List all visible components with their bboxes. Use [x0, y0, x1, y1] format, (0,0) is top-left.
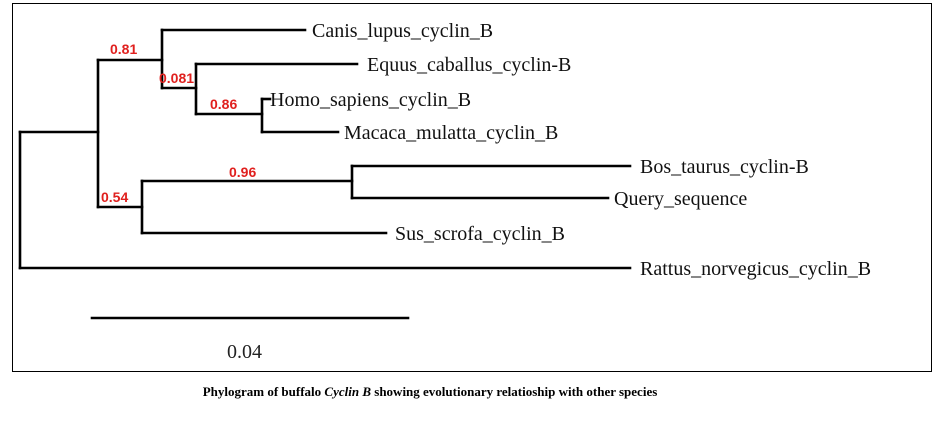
caption-prefix: Phylogram of buffalo	[202, 384, 325, 399]
scale-bar-label: 0.04	[227, 341, 262, 363]
caption-suffix: showing evolutionary relatioship with ot…	[371, 384, 658, 399]
leaf-label-canis: Canis_lupus_cyclin_B	[312, 20, 493, 42]
phylogenetic-tree: Canis_lupus_cyclin_B Equus_caballus_cycl…	[18, 20, 871, 363]
phylogram-frame	[12, 3, 932, 372]
leaf-label-sus: Sus_scrofa_cyclin_B	[395, 223, 565, 245]
tree-branches	[18, 28, 632, 270]
leaf-label-bos: Bos_taurus_cyclin-B	[640, 156, 809, 178]
leaf-label-equus: Equus_caballus_cyclin-B	[367, 54, 571, 76]
support-value-081: 0.81	[110, 41, 137, 57]
support-value-0081: 0.081	[159, 70, 194, 86]
caption-italic-gene: Cyclin B	[324, 384, 372, 399]
leaf-label-homo: Homo_sapiens_cyclin_B	[270, 89, 471, 111]
leaf-label-query: Query_sequence	[614, 188, 747, 210]
support-value-054: 0.54	[101, 189, 128, 205]
leaf-label-macaca: Macaca_mulatta_cyclin_B	[344, 122, 558, 144]
figure-caption: Phylogram of buffalo Cyclin B showing ev…	[0, 384, 860, 400]
support-value-086: 0.86	[210, 96, 237, 112]
leaf-label-rattus: Rattus_norvegicus_cyclin_B	[640, 258, 871, 280]
support-value-096: 0.96	[229, 164, 256, 180]
